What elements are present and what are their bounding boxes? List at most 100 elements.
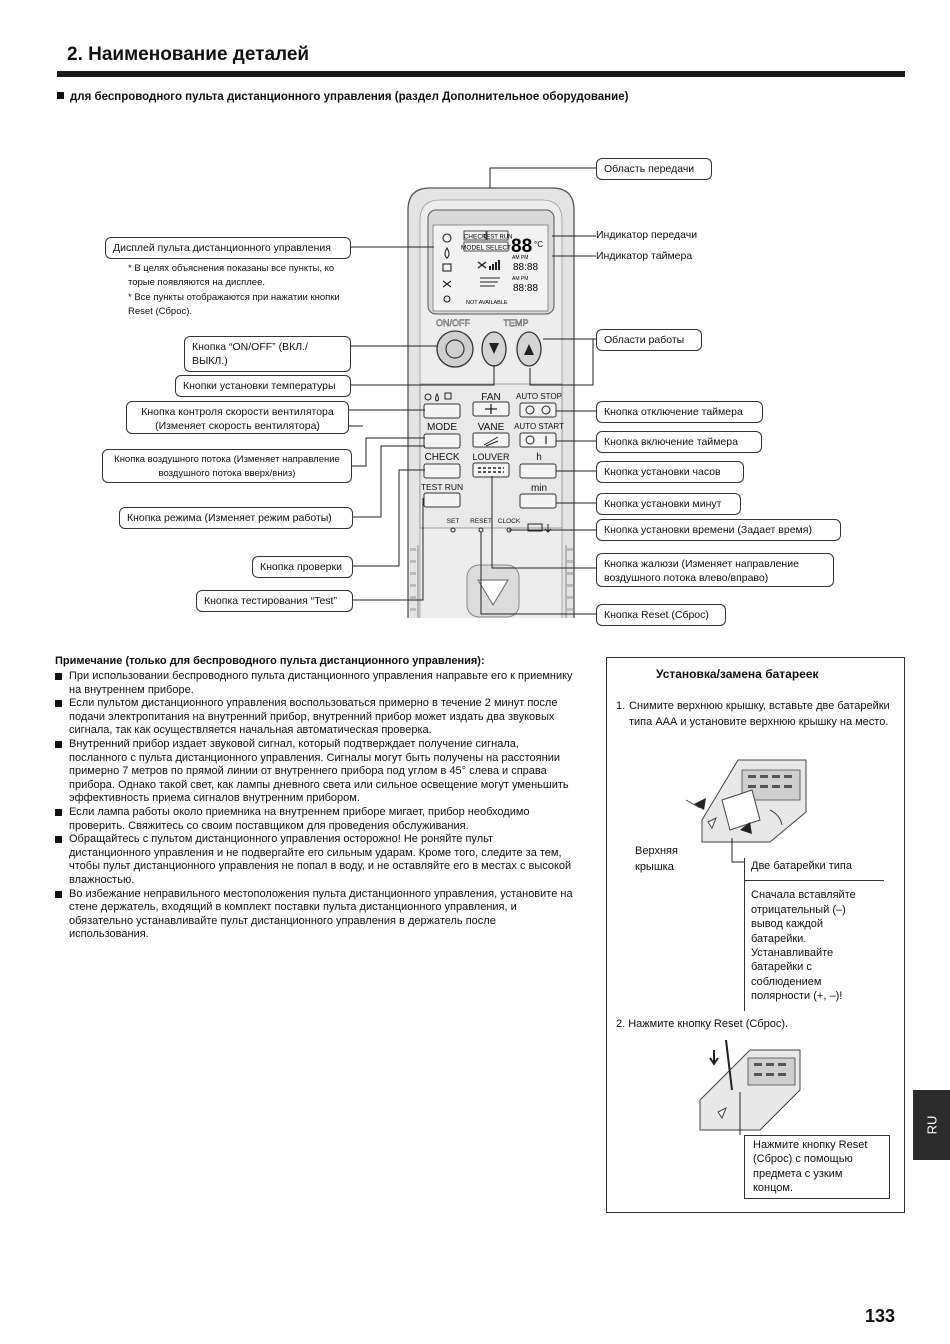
arrow-down-icon <box>489 343 499 354</box>
minute-button[interactable] <box>519 493 557 509</box>
label-transmit-indicator: Индикатор передачи <box>596 229 698 241</box>
callout-louver-line2: воздушного потока влево/вправо) <box>604 572 769 584</box>
page-number: 133 <box>865 1306 896 1326</box>
notes-list: При использовании беспроводного пульта д… <box>55 670 575 942</box>
timer-off-circle-icon <box>541 405 551 415</box>
mode-button[interactable] <box>423 433 461 449</box>
section-subtitle: для беспроводного пульта дистанционного … <box>57 91 628 103</box>
battery-info-frame <box>744 858 884 1011</box>
fan-label: FAN <box>481 392 500 403</box>
two-batteries-label: Две батарейки типа <box>744 858 884 882</box>
fan-icon <box>485 404 497 414</box>
callout-timer-on: Кнопка включение таймера <box>596 431 762 453</box>
note-item: Если пультом дистанционного управления в… <box>55 697 575 738</box>
sun-icon <box>443 295 451 303</box>
auto-start-label: AUTO START <box>514 422 564 431</box>
lcd-model-select-frame <box>463 241 509 252</box>
vane-label: VANE <box>478 422 505 433</box>
lcd-time-2: 88:88 <box>513 283 538 294</box>
auto-stop-label: AUTO STOP <box>516 392 562 401</box>
language-tab-label: RU <box>924 1115 939 1135</box>
callout-time-set: Кнопка установки времени (Задает время) <box>596 519 841 541</box>
timer-off-button[interactable] <box>519 402 557 418</box>
hour-label: h <box>536 452 542 463</box>
top-cover-label: Верхняя крышка <box>635 845 678 873</box>
lcd-check: CHECK <box>464 234 487 241</box>
battery-panel <box>606 657 905 1213</box>
callout-minute-set: Кнопка установки минут <box>596 493 741 515</box>
note-item: Во избежание неправильного местоположени… <box>55 888 575 942</box>
callout-test: Кнопка тестирования “Test” <box>196 590 353 612</box>
language-tab: RU <box>913 1090 950 1160</box>
callout-airflow: Кнопка воздушного потока (Изменяет напра… <box>102 449 352 483</box>
callout-timer-off: Кнопка отключение таймера <box>596 401 763 423</box>
bullet-square-icon <box>55 740 62 748</box>
callout-check: Кнопка проверки <box>252 556 353 578</box>
note-item: Если лампа работы около приемника на вну… <box>55 806 575 833</box>
note-display-items: * В целях объяснения показаны все пункты… <box>128 263 335 288</box>
insert-note: Сначала вставляйте отрицательный (–) выв… <box>751 889 856 1003</box>
cycle-icon <box>442 263 452 272</box>
callout-mode: Кнопка режима (Изменяет режим работы) <box>119 507 353 529</box>
bullet-square-icon <box>55 890 62 898</box>
callout-airflow-line2: воздушного потока вверх/вниз) <box>158 468 296 479</box>
page-title: 2. Наименование деталей <box>67 44 310 65</box>
slide-arrow-icon <box>477 579 509 606</box>
test-run-label: TEST RUN <box>421 482 463 492</box>
remote-control-diagram: CHECK TEST RUN MODEL SELECT 88 °C AM PM … <box>349 167 596 618</box>
section-subtitle-text: для беспроводного пульта дистанционного … <box>70 91 629 103</box>
vane-button[interactable] <box>472 432 510 448</box>
grip-ridges-left <box>410 548 416 611</box>
check-button[interactable] <box>423 463 461 479</box>
fan-mode-icon <box>442 280 452 288</box>
power-icon <box>445 339 465 359</box>
lcd-test-run: TEST RUN <box>483 235 513 241</box>
lcd-ampm-1: AM PM <box>512 255 528 261</box>
battery-title: Установка/замена батареек <box>656 667 819 681</box>
auto-mode-icon <box>442 233 452 243</box>
callout-temp-buttons: Кнопки установки температуры <box>175 375 351 397</box>
step-1-text: Снимите верхнюю крышку, вставьте две бат… <box>629 700 890 728</box>
lcd-fan-icon <box>477 261 487 269</box>
set-label: SET <box>447 518 460 525</box>
set-button[interactable] <box>450 527 456 533</box>
lcd-testrun-frame <box>486 230 509 241</box>
callout-clock-set: Кнопка установки часов <box>596 461 744 483</box>
step-1-number: 1. <box>616 700 626 712</box>
battery-icon <box>527 523 543 532</box>
lcd-check-frame <box>463 230 487 241</box>
drop-icon <box>444 246 450 259</box>
battery-step-2: 2. Нажмите кнопку Reset (Сброс). <box>616 1018 789 1030</box>
callout-louver: Кнопка жалюзи (Изменяет направление возд… <box>596 553 834 587</box>
callout-fan-speed-line2: (Изменяет скорость вентилятора) <box>155 420 320 432</box>
note-item: При использовании беспроводного пульта д… <box>55 670 575 697</box>
lcd-model-select: MODEL SELECT <box>461 245 511 252</box>
hour-button[interactable] <box>519 463 557 479</box>
clock-label: CLOCK <box>498 518 521 525</box>
callout-louver-line1: Кнопка жалюзи (Изменяет направление <box>604 558 799 570</box>
louver-button[interactable] <box>472 462 510 478</box>
callout-fan-speed-line1: Кнопка контроля скорости вентилятора <box>141 406 334 418</box>
callout-on-off: Кнопка “ON/OFF” (ВКЛ./ВЫКЛ.) <box>184 336 351 372</box>
title-rule <box>57 71 905 77</box>
timer-on-button[interactable] <box>519 432 557 448</box>
on-off-label: ON/OFF <box>436 318 470 328</box>
vane-icon <box>483 436 499 447</box>
reset-note-box: Нажмите кнопку Reset (Сброс) с помощью п… <box>744 1135 890 1199</box>
callout-display: Дисплей пульта дистанционного управления <box>105 237 351 259</box>
louver-label: LOUVER <box>472 452 510 462</box>
minute-label: min <box>531 483 547 494</box>
callout-reset: Кнопка Reset (Сброс) <box>596 604 726 626</box>
callout-fan-speed: Кнопка контроля скорости вентилятора (Из… <box>126 401 349 434</box>
bullet-square-icon <box>55 836 62 844</box>
louver-icon <box>478 467 504 473</box>
clock-off-icon <box>525 405 535 415</box>
mode-icons-button[interactable] <box>423 403 461 419</box>
arrow-up-icon <box>524 344 534 355</box>
lcd-celsius: °C <box>534 240 543 249</box>
test-run-button[interactable] <box>423 492 461 508</box>
bullet-square-icon <box>57 92 64 99</box>
on-off-button[interactable] <box>436 330 474 368</box>
bullet-square-icon <box>55 673 62 680</box>
notes-title: Примечание (только для беспроводного пул… <box>55 655 485 667</box>
